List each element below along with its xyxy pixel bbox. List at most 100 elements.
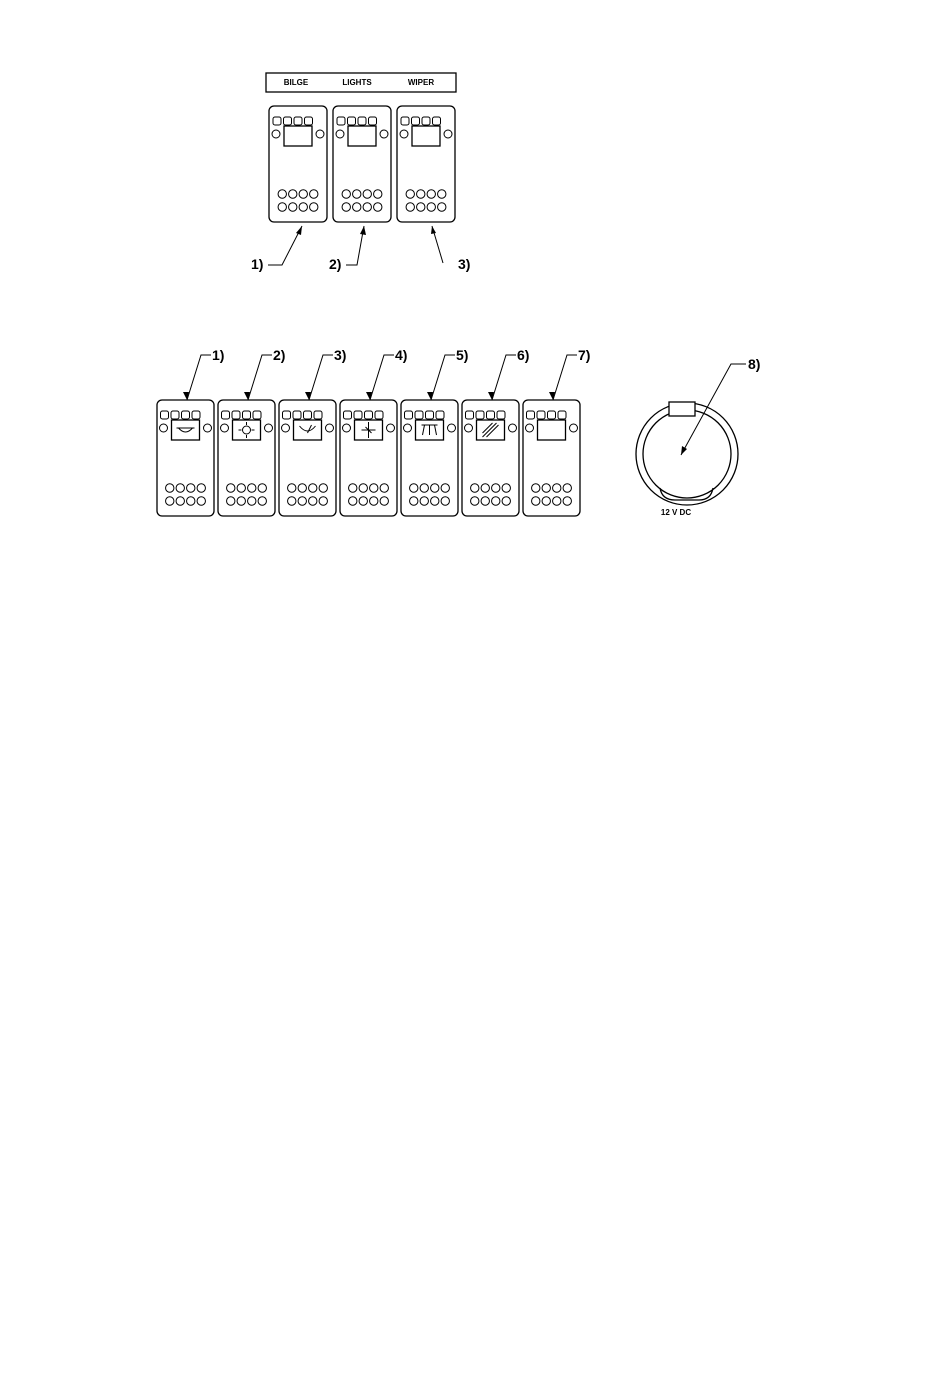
indicator-dot: [258, 484, 266, 492]
side-dot: [272, 130, 280, 138]
indicator-dot: [363, 203, 371, 211]
indicator-dot: [410, 497, 418, 505]
side-dot: [326, 424, 334, 432]
bottom-leader-4: [370, 355, 394, 400]
indicator-cell: [294, 117, 302, 125]
indicator-dot: [406, 203, 414, 211]
indicator-dot: [481, 497, 489, 505]
side-dot: [465, 424, 473, 432]
indicator-dot: [492, 484, 500, 492]
indicator-dot: [359, 497, 367, 505]
indicator-cell: [354, 411, 362, 419]
indicator-cell: [304, 411, 312, 419]
indicator-dot: [353, 190, 361, 198]
indicator-cell: [337, 117, 345, 125]
side-dot: [316, 130, 324, 138]
indicator-dot: [248, 484, 256, 492]
bilge-pump-icon: [172, 420, 200, 440]
indicator-dot: [187, 484, 195, 492]
indicator-dot: [342, 190, 350, 198]
bottom-callout-7: 7): [578, 347, 590, 363]
indicator-dot: [563, 497, 571, 505]
bottom-leader-3: [309, 355, 333, 400]
indicator-cell: [314, 411, 322, 419]
indicator-dot: [298, 484, 306, 492]
indicator-cell: [537, 411, 545, 419]
side-dot: [160, 424, 168, 432]
indicator-dot: [420, 484, 428, 492]
socket-outer-ring: [636, 403, 738, 505]
indicator-dot: [310, 190, 318, 198]
indicator-dot: [410, 484, 418, 492]
indicator-dot: [438, 190, 446, 198]
indicator-dot: [532, 484, 540, 492]
indicator-dot: [166, 484, 174, 492]
indicator-dot: [380, 497, 388, 505]
top-switch-1: [269, 106, 327, 222]
indicator-dot: [481, 484, 489, 492]
indicator-dot: [471, 497, 479, 505]
indicator-dot: [353, 203, 361, 211]
indicator-cell: [358, 117, 366, 125]
indicator-dot: [349, 497, 357, 505]
socket-arrow: [681, 446, 687, 455]
side-dot: [404, 424, 412, 432]
indicator-dot: [553, 497, 561, 505]
dc-socket: 12 V DC 8): [636, 356, 760, 517]
indicator-cell: [436, 411, 444, 419]
bottom-leader-5: [431, 355, 455, 400]
top-leader-1: [268, 226, 302, 265]
side-dot: [265, 424, 273, 432]
indicator-cell: [243, 411, 251, 419]
indicator-dot: [310, 203, 318, 211]
indicator-cell: [344, 411, 352, 419]
side-dot: [387, 424, 395, 432]
bottom-switch-5-body: [401, 400, 458, 516]
indicator-cell: [415, 411, 423, 419]
indicator-dot: [553, 484, 561, 492]
indicator-dot: [309, 497, 317, 505]
side-dot: [570, 424, 578, 432]
top-switch-1-body: [269, 106, 327, 222]
top-callout-1: 1): [251, 256, 263, 272]
indicator-cell: [305, 117, 313, 125]
top-arrow-3: [431, 226, 436, 234]
indicator-dot: [176, 484, 184, 492]
indicator-cell: [182, 411, 190, 419]
bottom-switch-7-body: [523, 400, 580, 516]
indicator-dot: [427, 190, 435, 198]
indicator-cell: [192, 411, 200, 419]
indicator-dot: [166, 497, 174, 505]
indicator-dot: [299, 203, 307, 211]
socket-inner-ring: [643, 410, 731, 498]
bottom-leader-1: [187, 355, 211, 400]
bottom-callout-4: 4): [395, 347, 407, 363]
top-switch-3: [397, 106, 455, 222]
indicator-dot: [258, 497, 266, 505]
top-arrow-1: [296, 226, 302, 235]
top-switch-2: [333, 106, 391, 222]
bottom-switch-7: [523, 400, 580, 516]
indicator-dot: [176, 497, 184, 505]
bottom-callout-1: 1): [212, 347, 224, 363]
side-dot: [282, 424, 290, 432]
indicator-dot: [288, 484, 296, 492]
indicator-cell: [527, 411, 535, 419]
indicator-cell: [293, 411, 301, 419]
indicator-dot: [370, 484, 378, 492]
indicator-dot: [248, 497, 256, 505]
bottom-switch-2-body: [218, 400, 275, 516]
indicator-cell: [161, 411, 169, 419]
indicator-dot: [319, 484, 327, 492]
bottom-callout-3: 3): [334, 347, 346, 363]
indicator-dot: [542, 484, 550, 492]
side-dot: [509, 424, 517, 432]
indicator-dot: [298, 497, 306, 505]
indicator-dot: [237, 497, 245, 505]
indicator-dot: [374, 190, 382, 198]
bottom-switch-6: [462, 400, 519, 516]
top-callout-2: 2): [329, 256, 341, 272]
indicator-cell: [433, 117, 441, 125]
indicator-dot: [502, 497, 510, 505]
side-dot: [204, 424, 212, 432]
